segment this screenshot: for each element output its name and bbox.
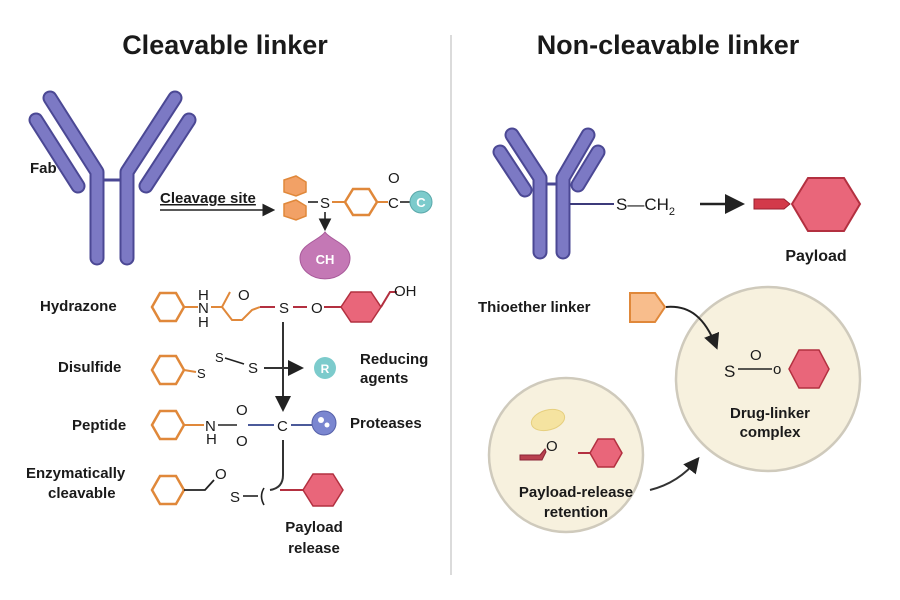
- reducing-agents-1: Reducing: [360, 351, 428, 368]
- complex-structure: S O o: [724, 347, 830, 389]
- atom-c: C: [388, 195, 399, 212]
- payload-hexagon-icon: [790, 177, 862, 232]
- reducing-agents-2: agents: [360, 370, 408, 387]
- atom: H: [206, 431, 217, 448]
- atom: o: [773, 361, 781, 378]
- retention-label-2: retention: [544, 504, 608, 521]
- atom: S: [248, 360, 258, 377]
- linker-fragment-icon: [519, 447, 547, 461]
- atom: O: [546, 438, 558, 455]
- payload-release-retention-circle: [487, 376, 645, 534]
- row-label-enzymatic-2: cleavable: [48, 485, 116, 502]
- retention-arrow: [649, 456, 700, 491]
- enzyme-icon: [530, 408, 566, 432]
- row-label-peptide: Peptide: [72, 417, 126, 434]
- complex-label-2: complex: [740, 424, 802, 441]
- atom: S: [724, 362, 735, 381]
- antibody-icon: [28, 90, 197, 266]
- enzymatic-structure: O S: [150, 440, 344, 507]
- thioether-arrow: [665, 305, 720, 350]
- right-title: Non-cleavable linker: [537, 30, 800, 60]
- row-label-disulfide: Disulfide: [58, 359, 121, 376]
- atom: H: [198, 287, 209, 304]
- atom: S: [230, 489, 240, 506]
- s-ch2-text: S—CH: [616, 195, 669, 214]
- atom-s: S: [320, 195, 330, 212]
- c-badge: C: [416, 195, 426, 210]
- atom: O: [236, 402, 248, 419]
- payload-release-1: Payload: [285, 519, 343, 536]
- atom: O: [238, 287, 250, 304]
- atom: C: [277, 418, 288, 435]
- peptide-structure: N H O O C: [150, 402, 337, 450]
- atom: N: [198, 300, 209, 317]
- row-label-hydrazone: Hydrazone: [40, 298, 117, 315]
- atom: H: [198, 314, 209, 331]
- drug-linker-complex-circle: [674, 285, 862, 473]
- atom: S: [197, 366, 206, 381]
- thioether-linker-icon: [629, 292, 667, 323]
- hydrazone-structure: H N H O S O OH: [150, 283, 417, 331]
- linker-stub-icon: [753, 198, 791, 210]
- atom: S: [215, 350, 224, 365]
- fab-label: Fab: [30, 160, 57, 177]
- retention-label-1: Payload-release: [519, 484, 633, 501]
- atom: O: [311, 300, 323, 317]
- payload-hexagon-icon: [589, 438, 623, 468]
- atom: O: [236, 433, 248, 450]
- cleavage-molecule: S C O C CH: [283, 170, 433, 280]
- atom: O: [215, 466, 227, 483]
- proteases-label: Proteases: [350, 415, 422, 432]
- atom: N: [205, 418, 216, 435]
- subscript-2: 2: [669, 206, 675, 218]
- atom: OH: [394, 283, 417, 300]
- row-label-enzymatic-1: Enzymatically: [26, 465, 126, 482]
- disulfide-structure: S S S R: [150, 350, 336, 386]
- left-title: Cleavable linker: [122, 30, 328, 60]
- atom: O: [750, 347, 762, 364]
- thioether-label: Thioether linker: [478, 299, 591, 316]
- payload-release-2: release: [288, 540, 340, 557]
- complex-label-1: Drug-linker: [730, 405, 810, 422]
- atom: S: [279, 300, 289, 317]
- payload-label: Payload: [785, 248, 846, 265]
- cleavage-site-label: Cleavage site: [160, 190, 256, 207]
- s-ch2-label: S—CH2: [616, 195, 675, 218]
- r-badge: R: [321, 362, 330, 376]
- atom-o: O: [388, 170, 400, 187]
- antibody-icon: [492, 127, 614, 260]
- ch-badge: CH: [316, 252, 335, 267]
